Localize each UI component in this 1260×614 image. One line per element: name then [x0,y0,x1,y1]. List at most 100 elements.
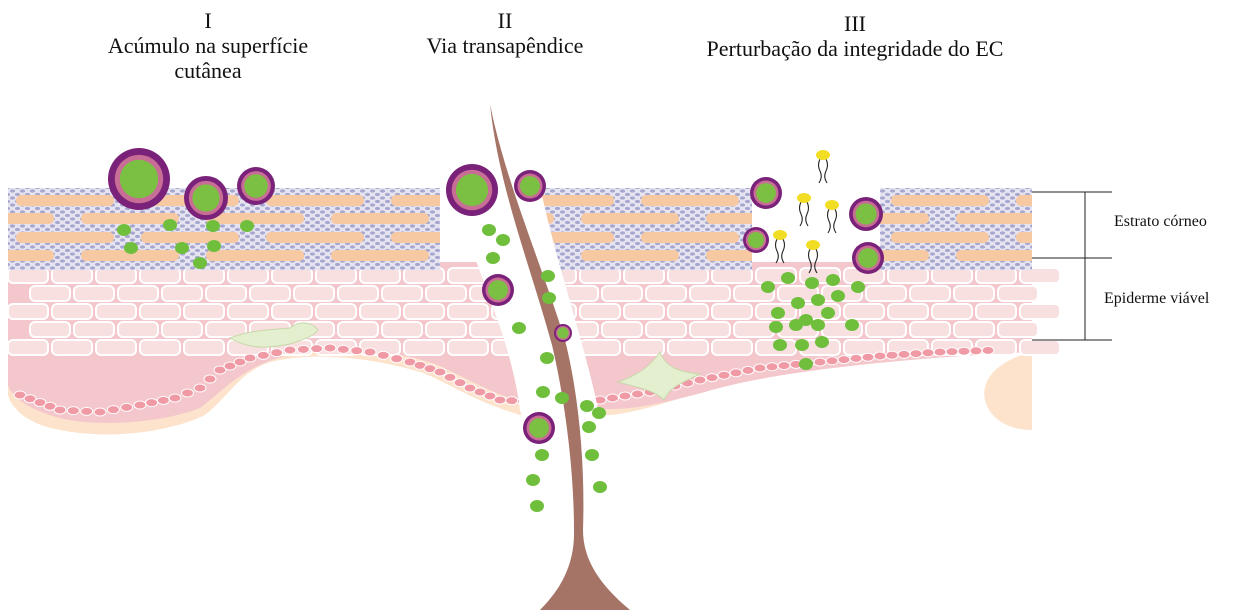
living-cell [580,268,620,283]
living-cell [976,268,1016,283]
nanoparticle-icon [523,412,555,444]
drug-molecule-icon [773,339,787,351]
basal-cell [910,350,922,358]
basal-cell [922,349,934,357]
basal-cell [607,394,619,402]
living-cell [910,286,950,301]
living-cell [206,286,246,301]
label-viable-epidermis: Epiderme viável [1104,290,1209,308]
basal-cell [718,371,730,379]
living-cell [646,322,686,337]
nanoparticle-icon [743,227,769,253]
living-cell [96,340,136,355]
basal-cell [454,379,466,387]
living-cell [52,268,92,283]
nanoparticle-icon [554,324,572,342]
basal-cell [958,347,970,355]
living-cell [910,322,950,337]
living-cell [184,340,224,355]
basal-cell [694,376,706,384]
living-cell [294,286,334,301]
drug-molecule-icon [117,224,131,236]
corneocyte [206,250,304,261]
drug-molecule-icon [541,270,555,282]
corneocyte [956,213,1054,224]
drug-molecule-icon [805,277,819,289]
living-cell [272,268,312,283]
living-cell [8,268,48,283]
corneocyte [891,195,989,206]
living-cell [74,286,114,301]
corneocyte [581,213,679,224]
drug-molecule-icon [815,336,829,348]
drug-molecule-icon [795,339,809,351]
drug-molecule-icon [593,481,607,493]
basal-cell [886,351,898,359]
corneocyte [16,232,114,243]
basal-cell [94,408,106,416]
drug-molecule-icon [540,352,554,364]
basal-cell [271,349,283,357]
basal-cell [934,348,946,356]
drug-molecule-icon [851,281,865,293]
drug-molecule-icon [542,292,556,304]
drug-molecule-icon [582,421,596,433]
basal-cell [506,397,518,405]
basal-cell [324,344,336,352]
living-cell [932,304,972,319]
living-cell [74,322,114,337]
living-cell [844,304,884,319]
living-cell [624,268,664,283]
basal-cell [898,350,910,358]
drug-molecule-icon [240,220,254,232]
drug-molecule-icon [536,386,550,398]
living-cell [602,286,642,301]
corneocyte [1016,232,1114,243]
living-cell [338,286,378,301]
living-cell [690,322,730,337]
living-cell [734,322,774,337]
basal-cell [826,357,838,365]
living-cell [668,304,708,319]
drug-molecule-icon [207,240,221,252]
living-cell [998,286,1038,301]
living-cell [976,340,1016,355]
drug-molecule-icon [831,290,845,302]
living-cell [426,322,466,337]
basal-cell [862,353,874,361]
basal-cell [297,345,309,353]
living-cell [360,268,400,283]
label-stratum-corneum: Estrato córneo [1114,213,1207,231]
living-cell [30,286,70,301]
basal-cell [444,373,456,381]
drug-molecule-icon [163,219,177,231]
living-cell [866,322,906,337]
basal-cell [778,362,790,370]
basal-cell [970,347,982,355]
nanoparticle-icon [184,176,228,220]
basal-cell [351,347,363,355]
basal-cell [850,354,862,362]
basal-cell [244,354,256,362]
basal-cell [182,389,194,397]
living-cell [668,268,708,283]
basal-cell [946,348,958,356]
basal-cell [754,364,766,372]
drug-molecule-icon [496,234,510,246]
nanoparticle-icon [849,197,883,231]
living-cell [448,340,488,355]
living-cell [118,322,158,337]
living-cell [712,304,752,319]
basal-cell [619,392,631,400]
corneocyte [891,232,989,243]
nanoparticle-icon [750,177,782,209]
living-cell [1020,304,1060,319]
basal-cell [311,345,323,353]
living-cell [690,286,730,301]
basal-cell [337,345,349,353]
living-cell [712,340,752,355]
living-cell [448,304,488,319]
basal-cell [982,346,994,354]
living-cell [228,304,268,319]
corneocyte [206,213,304,224]
